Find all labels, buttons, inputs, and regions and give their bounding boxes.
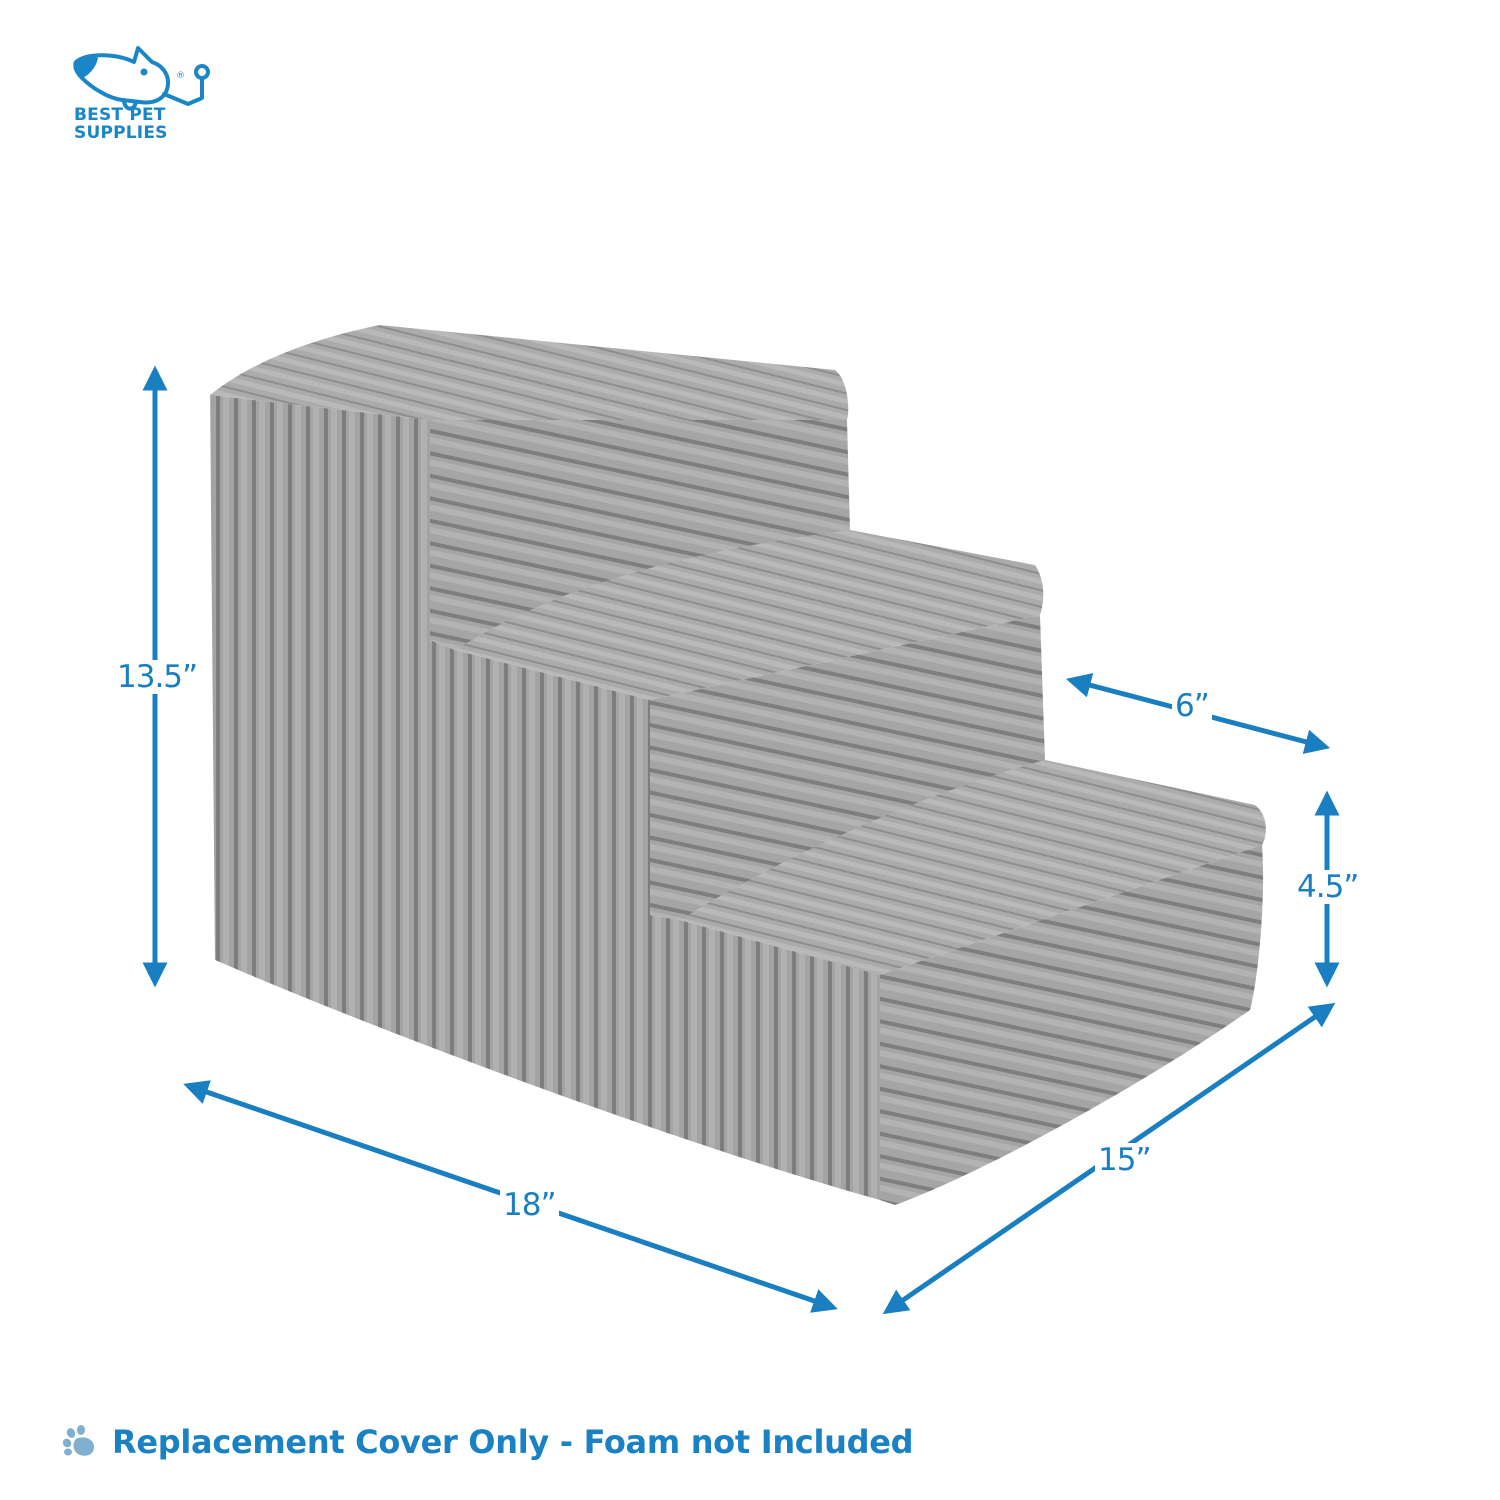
- footer-text: Replacement Cover Only - Foam not Includ…: [112, 1423, 914, 1461]
- middle-step-riser: [650, 615, 1045, 920]
- side-face: [210, 395, 880, 1200]
- top-step-riser: [430, 420, 850, 650]
- dog-face-icon: ®: [73, 46, 210, 111]
- top-step-tread: [210, 325, 849, 420]
- bottom-step-tread: [680, 760, 1266, 975]
- stairs-body: [210, 325, 1266, 1205]
- brand-line-1: BEST PET: [74, 105, 166, 125]
- width-label: 18”: [500, 1188, 559, 1222]
- brand-line-2: SUPPLIES: [74, 123, 168, 143]
- height-total-label: 13.5”: [114, 660, 201, 694]
- depth-label: 15”: [1095, 1143, 1154, 1177]
- step-depth-label: 6”: [1172, 689, 1212, 723]
- footer-note: Replacement Cover Only - Foam not Includ…: [62, 1423, 914, 1461]
- svg-text:®: ®: [176, 71, 185, 81]
- brand-name: BEST PET SUPPLIES: [74, 106, 168, 142]
- paw-icon: [62, 1425, 94, 1456]
- brand-logo: ®: [68, 38, 228, 168]
- middle-step-tread: [455, 530, 1044, 700]
- step-height-label: 4.5”: [1294, 870, 1362, 904]
